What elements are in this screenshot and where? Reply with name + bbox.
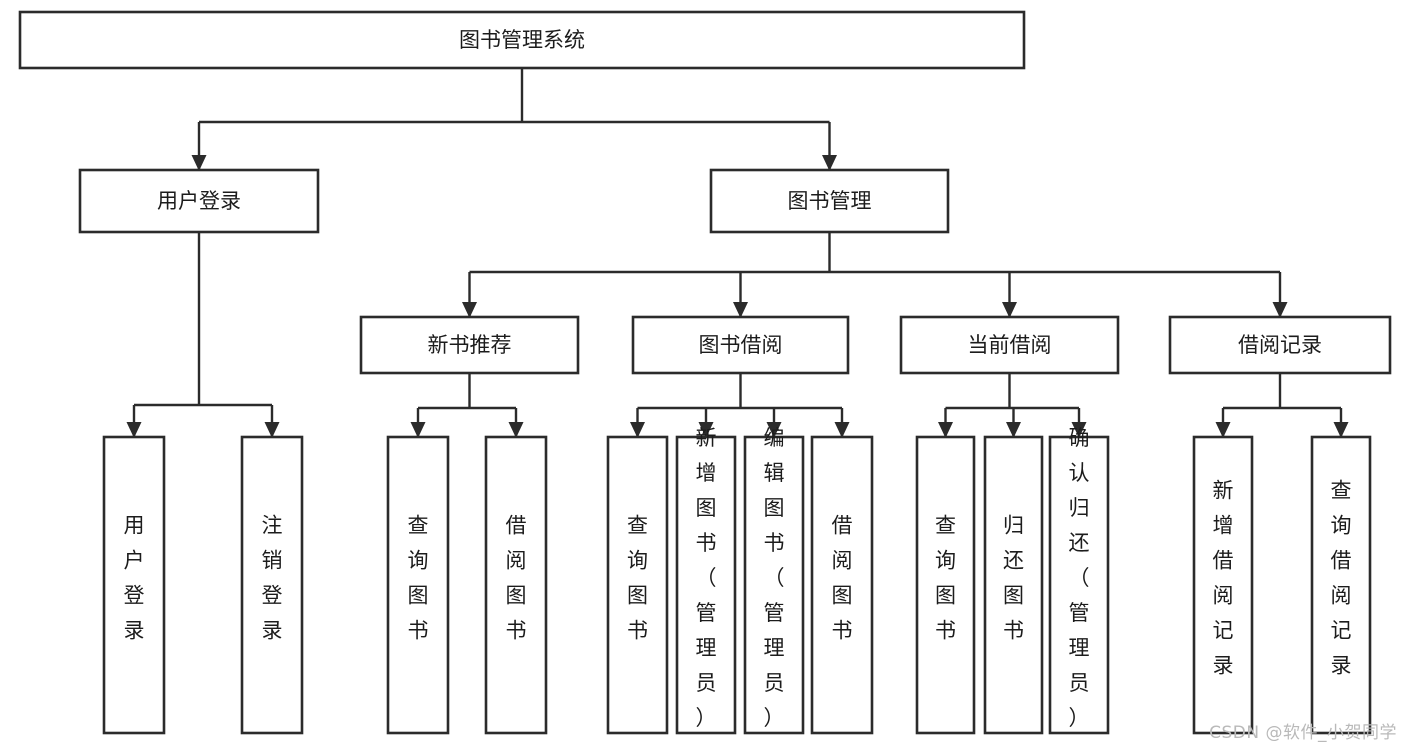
node-book-management[interactable]: 图书管理 — [709, 168, 950, 234]
arrow-head-icon — [698, 422, 714, 438]
node-label-leaf-borrow-book-recommend: 借阅图书 — [506, 514, 527, 643]
node-box-leaf-edit-book — [743, 435, 805, 735]
node-box-leaf-confirm-return — [1048, 435, 1110, 735]
arrow-head-icon — [126, 422, 142, 438]
node-box-user-login — [78, 168, 320, 234]
node-leaf-add-book[interactable]: 新增图书（管理员） — [675, 426, 737, 735]
node-box-borrow-record — [1168, 315, 1392, 375]
node-current-borrow[interactable]: 当前借阅 — [899, 315, 1120, 375]
node-label-root: 图书管理系统 — [459, 28, 585, 52]
node-leaf-borrow-book[interactable]: 借阅图书 — [810, 435, 874, 735]
arrow-head-icon — [1006, 422, 1021, 438]
node-leaf-confirm-return[interactable]: 确认归还（管理员） — [1048, 426, 1110, 735]
node-leaf-edit-book[interactable]: 编辑图书（管理员） — [743, 426, 805, 735]
node-borrow-record[interactable]: 借阅记录 — [1168, 315, 1392, 375]
node-box-leaf-query-borrow-record — [1310, 435, 1372, 735]
node-leaf-logout[interactable]: 注销登录 — [240, 435, 304, 735]
node-user-login[interactable]: 用户登录 — [78, 168, 320, 234]
node-leaf-query-book-borrow[interactable]: 查询图书 — [606, 435, 669, 735]
node-leaf-query-book-current[interactable]: 查询图书 — [915, 435, 976, 735]
node-label-borrow-record: 借阅记录 — [1238, 333, 1322, 357]
node-box-current-borrow — [899, 315, 1120, 375]
node-label-leaf-query-book-current: 查询图书 — [935, 514, 956, 643]
arrow-head-icon — [766, 422, 782, 438]
node-box-leaf-borrow-book-recommend — [484, 435, 548, 735]
node-label-leaf-add-book: 新增图书（管理员） — [696, 426, 717, 730]
node-label-new-book-recommend: 新书推荐 — [428, 333, 512, 357]
node-leaf-user-login[interactable]: 用户登录 — [102, 435, 166, 735]
node-box-leaf-user-login — [102, 435, 166, 735]
node-label-leaf-query-book-borrow: 查询图书 — [627, 514, 648, 643]
node-label-leaf-return-book: 归还图书 — [1003, 514, 1024, 643]
node-box-leaf-add-book — [675, 435, 737, 735]
node-label-leaf-query-borrow-record: 查询借阅记录 — [1331, 479, 1352, 678]
arrow-head-icon — [938, 422, 953, 438]
arrow-head-icon — [834, 422, 850, 438]
arrow-head-icon — [733, 302, 748, 318]
arrow-head-icon — [264, 422, 280, 438]
node-book-borrow[interactable]: 图书借阅 — [631, 315, 850, 375]
arrow-head-icon — [191, 155, 207, 171]
csdn-watermark: CSDN @软件_小贺同学 — [1209, 723, 1397, 743]
node-new-book-recommend[interactable]: 新书推荐 — [359, 315, 580, 375]
node-label-user-login: 用户登录 — [157, 189, 241, 213]
node-box-leaf-add-borrow-record — [1192, 435, 1254, 735]
node-label-leaf-logout: 注销登录 — [262, 514, 283, 643]
node-label-book-borrow: 图书借阅 — [699, 333, 783, 357]
node-box-root — [18, 10, 1026, 70]
arrow-head-icon — [1071, 422, 1087, 438]
arrow-head-icon — [462, 302, 477, 318]
node-box-leaf-query-book-recommend — [386, 435, 450, 735]
node-box-leaf-return-book — [983, 435, 1044, 735]
node-label-leaf-confirm-return: 确认归还（管理员） — [1069, 426, 1090, 730]
node-boxes: 图书管理系统用户登录图书管理新书推荐图书借阅当前借阅借阅记录用户登录注销登录查询… — [18, 10, 1392, 735]
arrow-head-icon — [1002, 302, 1017, 318]
node-box-book-borrow — [631, 315, 850, 375]
arrow-head-icon — [1272, 302, 1288, 318]
arrow-head-icon — [1215, 422, 1231, 438]
connector-lines — [126, 68, 1349, 438]
node-box-book-management — [709, 168, 950, 234]
node-box-leaf-logout — [240, 435, 304, 735]
node-leaf-add-borrow-record[interactable]: 新增借阅记录 — [1192, 435, 1254, 735]
arrow-head-icon — [630, 422, 645, 438]
node-label-leaf-edit-book: 编辑图书（管理员） — [764, 426, 785, 730]
node-label-leaf-query-book-recommend: 查询图书 — [408, 514, 429, 643]
node-box-leaf-borrow-book — [810, 435, 874, 735]
node-leaf-query-book-recommend[interactable]: 查询图书 — [386, 435, 450, 735]
node-box-leaf-query-book-current — [915, 435, 976, 735]
arrow-head-icon — [822, 155, 837, 171]
arrow-head-icon — [1333, 422, 1349, 438]
node-leaf-return-book[interactable]: 归还图书 — [983, 435, 1044, 735]
node-leaf-borrow-book-recommend[interactable]: 借阅图书 — [484, 435, 548, 735]
node-label-leaf-user-login: 用户登录 — [124, 514, 145, 643]
node-label-leaf-borrow-book: 借阅图书 — [832, 514, 853, 643]
node-box-leaf-query-book-borrow — [606, 435, 669, 735]
arrow-head-icon — [508, 422, 524, 438]
node-leaf-query-borrow-record[interactable]: 查询借阅记录 — [1310, 435, 1372, 735]
node-root[interactable]: 图书管理系统 — [18, 10, 1026, 70]
node-label-leaf-add-borrow-record: 新增借阅记录 — [1213, 479, 1234, 678]
node-box-new-book-recommend — [359, 315, 580, 375]
node-label-current-borrow: 当前借阅 — [968, 333, 1052, 357]
node-label-book-management: 图书管理 — [788, 189, 872, 213]
arrow-head-icon — [410, 422, 426, 438]
